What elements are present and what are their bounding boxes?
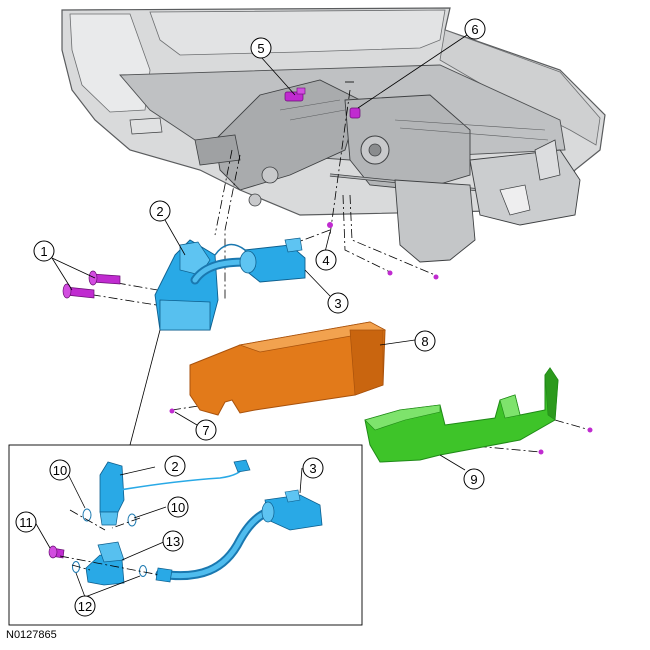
detail-callout-13: 13 (162, 530, 184, 552)
svg-text:1: 1 (40, 244, 47, 259)
callout-3: 3 (327, 292, 349, 314)
svg-text:10: 10 (53, 463, 67, 478)
svg-text:7: 7 (202, 423, 209, 438)
callout-6: 6 (464, 18, 486, 40)
svg-text:12: 12 (78, 599, 92, 614)
detail-callout-11: 11 (15, 511, 37, 533)
svg-text:8: 8 (421, 334, 428, 349)
detail-callout-10-right: 10 (167, 496, 189, 518)
svg-text:6: 6 (471, 22, 478, 37)
callout-7: 7 (195, 419, 217, 441)
detail-callout-2: 2 (164, 455, 186, 477)
svg-text:3: 3 (309, 461, 316, 476)
svg-text:2: 2 (156, 204, 163, 219)
callout-1: 1 (33, 240, 55, 262)
callout-5: 5 (250, 37, 272, 59)
callout-8: 8 (414, 330, 436, 352)
svg-text:4: 4 (322, 253, 329, 268)
seat-belt-buckle-assembly (154, 237, 306, 331)
leader-lines (51, 34, 468, 471)
support-bracket (364, 367, 559, 463)
svg-text:5: 5 (257, 41, 264, 56)
svg-text:2: 2 (171, 459, 178, 474)
callout-4: 4 (315, 249, 337, 271)
svg-text:13: 13 (166, 534, 180, 549)
trim-cover (189, 321, 387, 416)
detail-inset: 10 2 3 10 11 13 12 (8, 444, 363, 626)
detail-callout-12: 12 (74, 595, 96, 617)
svg-text:3: 3 (334, 296, 341, 311)
figure-reference-code: N0127865 (6, 629, 57, 641)
seat-assembly (61, 7, 606, 263)
callout-2: 2 (149, 200, 171, 222)
svg-text:10: 10 (171, 500, 185, 515)
fasteners (169, 87, 593, 455)
callout-9: 9 (463, 468, 485, 490)
detail-callout-10-top: 10 (49, 459, 71, 481)
detail-callout-3: 3 (302, 457, 324, 479)
svg-text:9: 9 (470, 472, 477, 487)
svg-text:11: 11 (19, 515, 33, 530)
bolts (62, 270, 121, 299)
